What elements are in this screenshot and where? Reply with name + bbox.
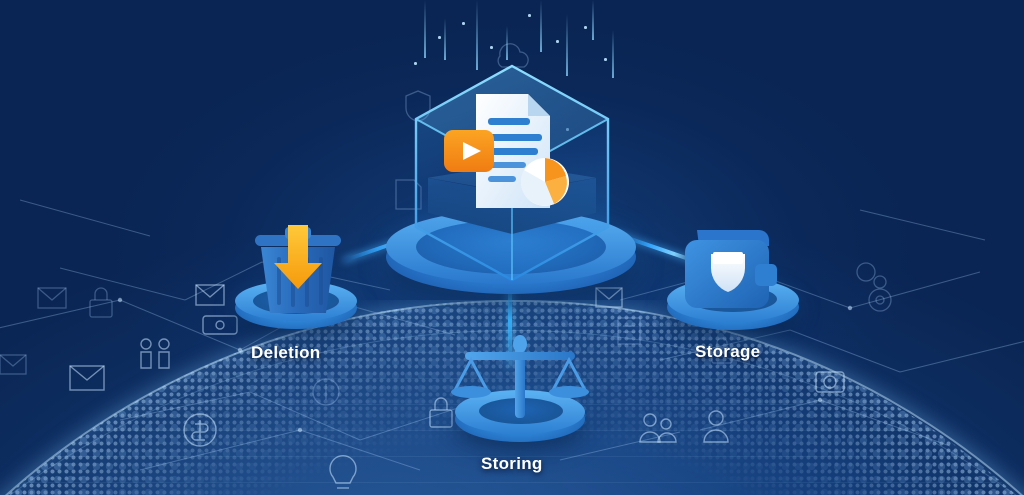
envelope-icon [195,284,225,306]
gear-icon [868,288,892,312]
globe-outer-arc [0,330,1024,495]
envelope-icon [37,287,67,309]
dollar-icon [312,378,340,406]
camera-icon [815,371,845,393]
trash-bin-with-down-arrow-icon [255,225,341,313]
node-label-storage: Storage [695,342,761,361]
node-storing[interactable]: Storing [445,320,595,490]
lock-icon [711,337,733,364]
balance-scales-icon [451,335,589,418]
envelope-icon [69,365,105,391]
background-icon-set [0,43,892,489]
node-label-deletion: Deletion [251,343,321,362]
pie-chart-icon [520,158,569,206]
document-icon [395,179,422,210]
lock-icon [429,397,453,428]
connector-center-to-storing[interactable] [508,272,512,368]
central-data-cube[interactable] [378,60,646,294]
envelope-icon [595,287,623,308]
wallet-with-shield-icon [685,230,777,308]
dollar-icon [183,413,217,447]
node-storage[interactable]: Storage [655,212,815,377]
globe-horizon-glow [0,300,1024,495]
play-button-icon [444,130,494,172]
lightbulb-icon [329,454,357,489]
people-icon [639,413,677,443]
node-label-storing: Storing [481,454,543,473]
node-deletion[interactable]: Deletion [225,215,370,375]
banknote-icon [202,315,238,335]
document-media-group [444,94,569,208]
document-icon [617,317,641,345]
cloud-icon [497,43,529,68]
envelope-icon [0,354,27,375]
people-icon [703,410,729,443]
lock-icon [89,287,113,318]
gear-icon [856,262,887,289]
handshake-icon [140,338,170,369]
